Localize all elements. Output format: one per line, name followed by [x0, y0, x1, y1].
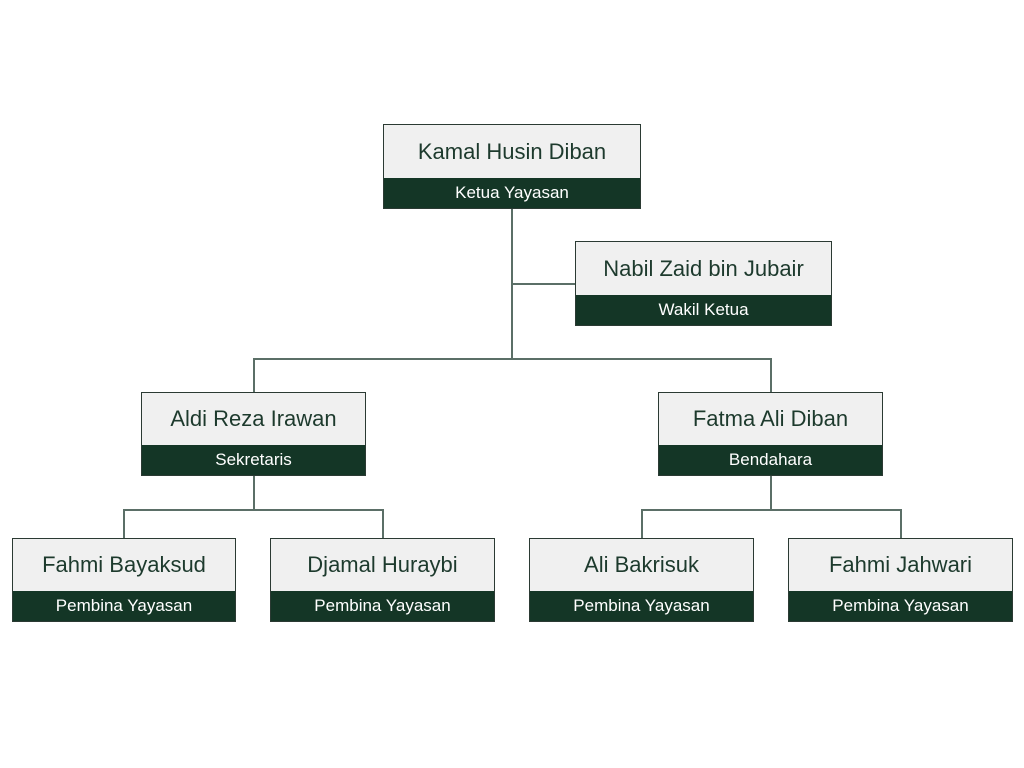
- node-role: Bendahara: [659, 445, 882, 475]
- connector-root-trunk: [511, 208, 513, 359]
- node-name: Fatma Ali Diban: [692, 406, 849, 431]
- connector-left-bar: [123, 509, 384, 511]
- node-pembina-3: Ali Bakrisuk Pembina Yayasan: [529, 538, 754, 622]
- connector-secretary-drop: [253, 358, 255, 392]
- connector-treasurer-drop: [770, 358, 772, 392]
- connector-member3-drop: [641, 509, 643, 538]
- node-name: Kamal Husin Diban: [417, 138, 607, 164]
- connector-treasurer-down: [770, 475, 772, 510]
- node-name: Aldi Reza Irawan: [170, 406, 337, 431]
- node-role: Pembina Yayasan: [789, 591, 1012, 621]
- node-name: Fahmi Jahwari: [828, 552, 973, 577]
- connector-member2-drop: [382, 509, 384, 538]
- connector-secretary-down: [253, 475, 255, 510]
- node-sekretaris: Aldi Reza Irawan Sekretaris: [141, 392, 366, 476]
- node-role: Pembina Yayasan: [530, 591, 753, 621]
- connector-member1-drop: [123, 509, 125, 538]
- node-name: Nabil Zaid bin Jubair: [603, 255, 804, 281]
- node-role: Ketua Yayasan: [384, 178, 640, 208]
- node-name: Ali Bakrisuk: [584, 552, 699, 577]
- node-name: Fahmi Bayaksud: [42, 552, 206, 577]
- node-name: Djamal Huraybi: [307, 552, 458, 577]
- connector-member4-drop: [900, 509, 902, 538]
- node-role: Sekretaris: [142, 445, 365, 475]
- node-role: Wakil Ketua: [576, 295, 831, 325]
- node-bendahara: Fatma Ali Diban Bendahara: [658, 392, 883, 476]
- connector-level2-bar: [253, 358, 771, 360]
- node-role: Pembina Yayasan: [13, 591, 235, 621]
- node-ketua-yayasan: Kamal Husin Diban Ketua Yayasan: [383, 124, 641, 209]
- node-pembina-1: Fahmi Bayaksud Pembina Yayasan: [12, 538, 236, 622]
- connector-deputy: [512, 283, 575, 285]
- connector-right-bar: [641, 509, 901, 511]
- node-pembina-2: Djamal Huraybi Pembina Yayasan: [270, 538, 495, 622]
- node-role: Pembina Yayasan: [271, 591, 494, 621]
- node-wakil-ketua: Nabil Zaid bin Jubair Wakil Ketua: [575, 241, 832, 326]
- node-pembina-4: Fahmi Jahwari Pembina Yayasan: [788, 538, 1013, 622]
